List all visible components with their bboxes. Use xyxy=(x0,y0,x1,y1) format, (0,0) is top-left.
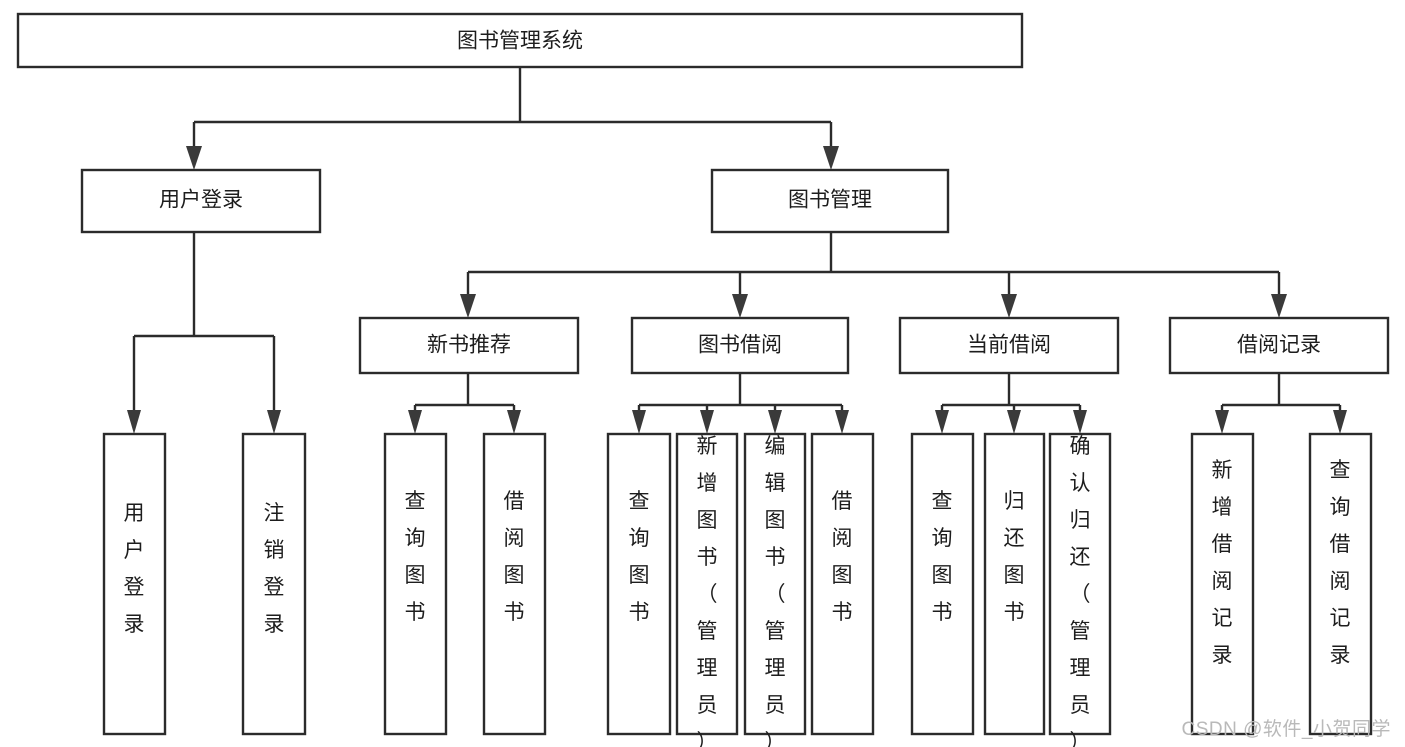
node-new-book-rec[interactable]: 新书推荐 xyxy=(358,316,580,375)
node-leaf-query-book-b-box[interactable] xyxy=(606,432,672,736)
node-borrow-record[interactable]: 借阅记录 xyxy=(1168,316,1390,375)
node-leaf-add-record-label: 新增借阅记录 xyxy=(1212,459,1233,667)
node-leaf-query-book-b-label: 查询图书 xyxy=(629,490,650,624)
arrow-bb-leaf1-icon xyxy=(632,410,646,434)
arrow-br-leaf1-icon xyxy=(1215,410,1229,434)
node-leaf-query-book-b[interactable]: 查询图书 xyxy=(606,432,672,736)
node-leaf-confirm-return-box[interactable] xyxy=(1048,432,1112,736)
node-new-book-rec-label: 新书推荐 xyxy=(427,334,511,357)
node-leaf-query-book-c-label: 查询图书 xyxy=(932,490,953,624)
arrow-bm-book-borrow-icon xyxy=(732,294,748,318)
node-leaf-return-book-box[interactable] xyxy=(983,432,1046,736)
arrow-cb-leaf3-icon xyxy=(1073,410,1087,434)
node-book-borrow[interactable]: 图书借阅 xyxy=(630,316,850,375)
node-user-login-label: 用户登录 xyxy=(159,189,243,212)
node-book-manage[interactable]: 图书管理 xyxy=(710,168,950,234)
node-current-borrow-label: 当前借阅 xyxy=(967,334,1051,357)
node-leaf-borrow-book-a[interactable]: 借阅图书 xyxy=(482,432,547,736)
node-book-borrow-box[interactable] xyxy=(630,316,850,375)
node-leaf-borrow-book-a-label: 借阅图书 xyxy=(504,490,525,624)
node-leaf-confirm-return[interactable]: 确认归还（管理员） xyxy=(1048,432,1112,747)
arrow-user-login-leaf2-icon xyxy=(267,410,281,434)
node-leaf-logout-label: 注销登录 xyxy=(264,502,285,636)
node-book-manage-box[interactable] xyxy=(710,168,950,234)
arrow-cb-leaf2-icon xyxy=(1007,410,1021,434)
node-user-login-box[interactable] xyxy=(80,168,322,234)
connector-group-book-borrow xyxy=(632,373,849,434)
node-leaf-add-record-box[interactable] xyxy=(1190,432,1255,736)
node-leaf-query-record-box[interactable] xyxy=(1308,432,1373,736)
arrow-root-to-user-login-icon xyxy=(186,146,202,170)
connector-group-user-login xyxy=(127,232,281,434)
arrow-nbr-leaf1-icon xyxy=(408,410,422,434)
node-book-borrow-label: 图书借阅 xyxy=(698,334,782,357)
node-leaf-edit-book[interactable]: 编辑图书（管理员） xyxy=(743,432,807,747)
node-root-label: 图书管理系统 xyxy=(457,30,583,53)
node-leaf-query-book-a[interactable]: 查询图书 xyxy=(383,432,448,736)
node-leaf-borrow-book-b-box[interactable] xyxy=(810,432,875,736)
arrow-br-leaf2-icon xyxy=(1333,410,1347,434)
node-leaf-borrow-book-b[interactable]: 借阅图书 xyxy=(810,432,875,736)
node-borrow-record-label: 借阅记录 xyxy=(1237,334,1321,357)
node-leaf-add-record[interactable]: 新增借阅记录 xyxy=(1190,432,1255,736)
node-book-manage-label: 图书管理 xyxy=(788,189,872,212)
node-leaf-logout-box[interactable] xyxy=(241,432,307,736)
arrow-nbr-leaf2-icon xyxy=(507,410,521,434)
node-leaf-query-record[interactable]: 查询借阅记录 xyxy=(1308,432,1373,736)
node-leaf-return-book-label: 归还图书 xyxy=(1004,490,1025,624)
arrow-bm-borrow-record-icon xyxy=(1271,294,1287,318)
node-leaf-query-record-label: 查询借阅记录 xyxy=(1330,459,1351,667)
arrow-root-to-book-manage-icon xyxy=(823,146,839,170)
arrow-bb-leaf2-icon xyxy=(700,410,714,434)
node-leaf-query-book-a-label: 查询图书 xyxy=(405,490,426,624)
node-leaf-confirm-return-label: 确认归还（管理员） xyxy=(1070,435,1091,747)
node-leaf-edit-book-label: 编辑图书（管理员） xyxy=(765,435,786,747)
node-current-borrow-box[interactable] xyxy=(898,316,1120,375)
node-leaf-query-book-a-box[interactable] xyxy=(383,432,448,736)
node-user-login[interactable]: 用户登录 xyxy=(80,168,322,234)
arrow-cb-leaf1-icon xyxy=(935,410,949,434)
node-leaf-edit-book-box[interactable] xyxy=(743,432,807,736)
connector-group-root xyxy=(186,67,839,170)
connector-group-new-book-rec xyxy=(408,373,521,434)
node-leaf-user-login[interactable]: 用户登录 xyxy=(102,432,167,736)
node-new-book-rec-box[interactable] xyxy=(358,316,580,375)
node-root[interactable]: 图书管理系统 xyxy=(16,12,1024,69)
node-leaf-logout[interactable]: 注销登录 xyxy=(241,432,307,736)
arrow-bm-new-book-icon xyxy=(460,294,476,318)
node-leaf-query-book-c-box[interactable] xyxy=(910,432,975,736)
arrow-bb-leaf4-icon xyxy=(835,410,849,434)
node-leaf-borrow-book-b-label: 借阅图书 xyxy=(832,490,853,624)
node-current-borrow[interactable]: 当前借阅 xyxy=(898,316,1120,375)
node-leaf-user-login-label: 用户登录 xyxy=(124,502,145,636)
connector-group-current-borrow xyxy=(935,373,1087,434)
node-leaf-add-book-label: 新增图书（管理员） xyxy=(697,435,718,747)
node-root-box[interactable] xyxy=(16,12,1024,69)
node-leaf-query-book-c[interactable]: 查询图书 xyxy=(910,432,975,736)
node-leaf-add-book[interactable]: 新增图书（管理员） xyxy=(675,432,739,747)
node-leaf-return-book[interactable]: 归还图书 xyxy=(983,432,1046,736)
node-borrow-record-box[interactable] xyxy=(1168,316,1390,375)
arrow-user-login-leaf1-icon xyxy=(127,410,141,434)
arrow-bb-leaf3-icon xyxy=(768,410,782,434)
connector-group-borrow-record xyxy=(1215,373,1347,434)
node-leaf-user-login-box[interactable] xyxy=(102,432,167,736)
connector-group-book-manage xyxy=(460,232,1287,318)
node-leaf-add-book-box[interactable] xyxy=(675,432,739,736)
arrow-bm-current-borrow-icon xyxy=(1001,294,1017,318)
node-leaf-borrow-book-a-box[interactable] xyxy=(482,432,547,736)
